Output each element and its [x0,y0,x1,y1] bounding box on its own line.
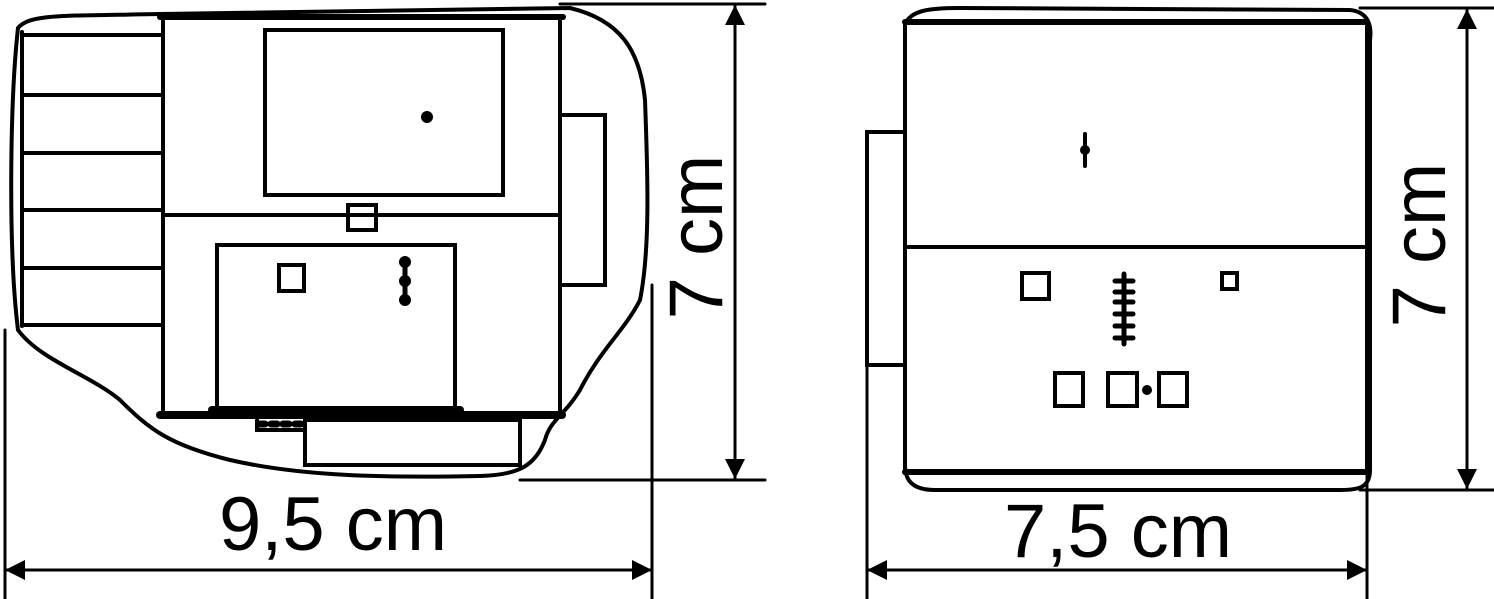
side-outline [9,5,650,479]
front-width-label: 7,5 cm [1004,489,1232,574]
front-outline [903,5,1373,492]
front-height-label: 7 cm [1377,163,1462,328]
front-body [865,19,1370,475]
front-dimensions [865,6,1494,599]
side-height-label: 7 cm [654,155,739,320]
side-view [3,2,767,599]
side-dimensions [3,2,767,599]
side-body [156,14,607,467]
side-width-label: 9,5 cm [219,482,447,567]
front-view [865,5,1494,599]
cooling-fins [20,30,165,328]
